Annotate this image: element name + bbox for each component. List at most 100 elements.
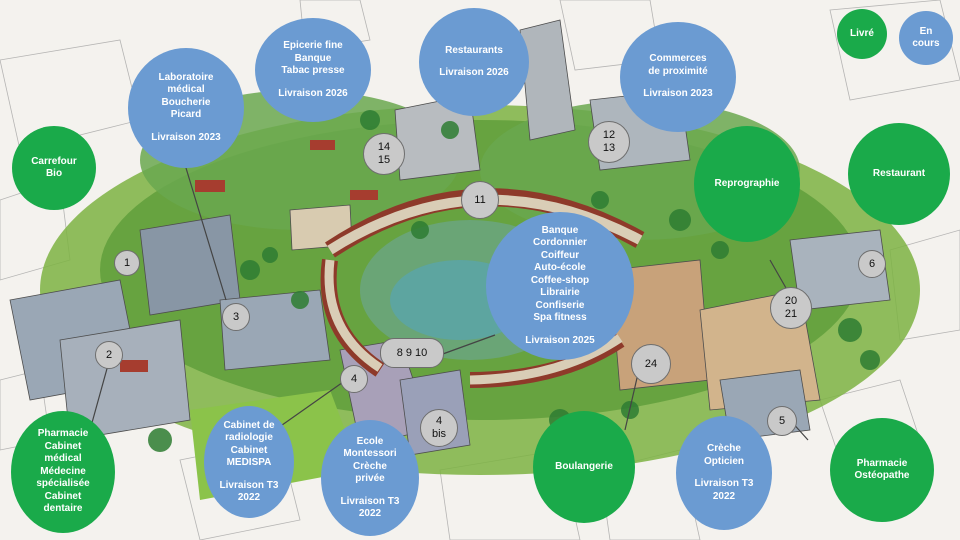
bubble-text-line: privée bbox=[355, 473, 385, 484]
bubble-text-line: Pharmacie bbox=[856, 457, 908, 469]
bubble-text-line: Crèche bbox=[707, 443, 741, 454]
marker-label: 3 bbox=[232, 310, 240, 323]
bubble-text-line: Banque bbox=[294, 52, 332, 64]
bubble-text-line: Cabinet de bbox=[223, 419, 275, 431]
bubble-text-line: Confiserie bbox=[535, 299, 585, 311]
bubble-text-line: Banque bbox=[541, 224, 579, 236]
bubble-text-line: Boulangerie bbox=[555, 460, 613, 472]
bubble-text-line: Cabinet bbox=[230, 444, 268, 456]
lot-marker-11: 11 bbox=[461, 181, 499, 219]
bubble-text-line: de proximité bbox=[648, 65, 708, 77]
lot-marker-3: 3 bbox=[222, 303, 250, 331]
marker-label: 12 bbox=[602, 129, 616, 141]
bubble-text-line: Tabac presse bbox=[281, 65, 345, 76]
bubble-text-line: Pharmacie bbox=[37, 428, 89, 440]
lot-marker-8-9-10: 8 9 10 bbox=[380, 338, 444, 368]
bubble-text-line: 2022 bbox=[358, 508, 382, 519]
marker-label: 20 bbox=[784, 295, 798, 307]
marker-label: 2 bbox=[105, 348, 113, 361]
bubble-text-line: Spa fitness bbox=[533, 312, 587, 324]
bubble-text-line: Livraison T3 bbox=[340, 495, 400, 507]
legend-delivered: Livré bbox=[837, 9, 887, 59]
bubble-text-line: Coffee-shop bbox=[530, 274, 590, 286]
marker-label: 21 bbox=[784, 308, 798, 320]
lot-marker-2: 2 bbox=[95, 341, 123, 369]
bubble-text-line: Librairie bbox=[540, 287, 580, 299]
bubble-text-line: Ecole bbox=[356, 435, 384, 447]
bubble-text-line: Montessori bbox=[343, 448, 397, 459]
bubble-text-line: Crèche bbox=[353, 460, 387, 472]
bubble-text-line: Reprographie bbox=[714, 177, 780, 189]
marker-label: bis bbox=[431, 428, 447, 440]
bubble-text-line: Médecine bbox=[40, 465, 86, 477]
bubble-text-line: Livraison 2026 bbox=[439, 67, 509, 78]
lot-marker-4: 4 bbox=[340, 365, 368, 393]
bubble-text-line: 2022 bbox=[237, 492, 261, 503]
legend-in-progress-label: cours bbox=[912, 38, 940, 49]
bubble-text-line: Laboratoire bbox=[158, 71, 214, 83]
bubble-text-line: Opticien bbox=[703, 455, 744, 467]
bubble-text-line: Livraison T3 bbox=[694, 478, 754, 489]
legend-in-progress: En cours bbox=[899, 11, 953, 65]
shop-bubble-reprographie: Reprographie bbox=[694, 126, 800, 242]
lot-marker-1: 1 bbox=[114, 250, 140, 276]
marker-label: 4 bbox=[350, 372, 358, 385]
bubble-text-line: Carrefour bbox=[31, 155, 77, 167]
marker-label: 8 9 10 bbox=[396, 346, 428, 359]
marker-label: 5 bbox=[778, 414, 786, 427]
bubble-text-line: dentaire bbox=[43, 503, 83, 515]
bubble-text-line: médical bbox=[167, 84, 205, 96]
bubble-text-line: Auto-école bbox=[534, 262, 586, 274]
bubble-text-line: Ostéopathe bbox=[854, 470, 910, 481]
bubble-text-line: Livraison 2025 bbox=[525, 334, 595, 346]
bubble-text-line: Livraison 2023 bbox=[151, 131, 221, 143]
marker-label: 15 bbox=[377, 154, 391, 166]
marker-label: 6 bbox=[868, 257, 876, 270]
marker-label: 1 bbox=[123, 256, 131, 269]
marker-label: 13 bbox=[602, 142, 616, 154]
bubble-text-line: radiologie bbox=[225, 432, 273, 443]
bubble-text-line: Epicerie fine bbox=[283, 40, 343, 51]
bubble-text-line: Bio bbox=[45, 168, 63, 179]
legend-delivered-label: Livré bbox=[850, 27, 874, 39]
bubble-text-line: Coiffeur bbox=[540, 249, 580, 261]
bubble-text-line: Cordonnier bbox=[533, 237, 587, 249]
lot-marker-5: 5 bbox=[767, 406, 797, 436]
shop-bubble-boulangerie: Boulangerie bbox=[533, 411, 635, 523]
lot-marker-24: 24 bbox=[631, 344, 671, 384]
legend-in-progress-label: En bbox=[919, 25, 933, 37]
bubble-text-line: Cabinet bbox=[44, 440, 82, 452]
bubble-text-line: Picard bbox=[170, 109, 202, 121]
bubble-text-line: spécialisée bbox=[36, 478, 90, 490]
bubble-text-line: Restaurant bbox=[872, 167, 926, 179]
marker-label: 11 bbox=[474, 193, 486, 206]
bubble-text-line: 2022 bbox=[712, 490, 736, 502]
bubble-text-line: Commerces bbox=[649, 53, 707, 65]
bubble-text-line: médical bbox=[44, 453, 82, 465]
shop-bubble-restaurant: Restaurant bbox=[848, 123, 950, 225]
bubble-text-line: Livraison 2026 bbox=[278, 87, 348, 99]
lot-marker-6: 6 bbox=[858, 250, 886, 278]
bubble-text-line: MEDISPA bbox=[226, 457, 272, 468]
marker-label: 24 bbox=[644, 357, 658, 370]
bubble-text-line: Cabinet bbox=[44, 490, 82, 502]
marker-label: 14 bbox=[377, 141, 391, 153]
bubble-text-line: Livraison T3 bbox=[219, 479, 279, 491]
bubble-text-line: Livraison 2023 bbox=[643, 88, 713, 100]
